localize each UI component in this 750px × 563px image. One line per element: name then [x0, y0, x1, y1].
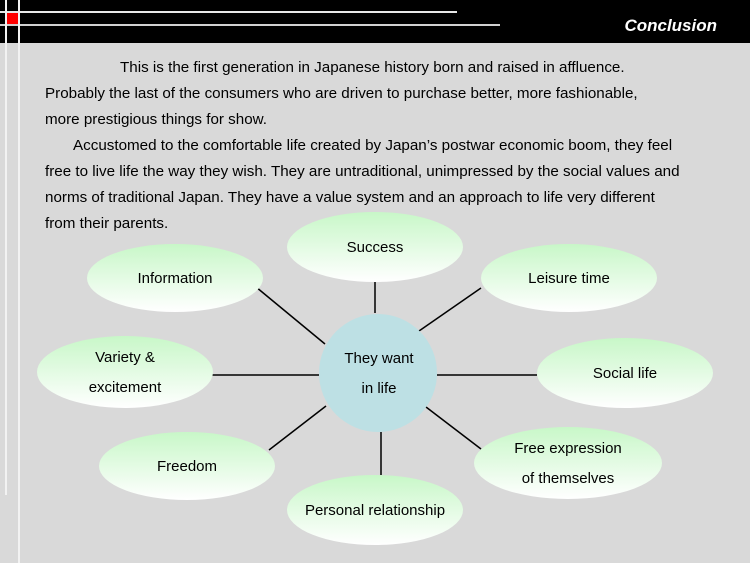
paragraph-1: This is the first generation in Japanese… — [45, 55, 735, 133]
center-circle — [319, 314, 437, 432]
node-ellipse — [37, 336, 213, 408]
center-label: They want — [344, 350, 414, 367]
left-rule-inner — [18, 0, 20, 563]
paragraph-2-line: Accustomed to the comfortable life creat… — [73, 137, 673, 154]
node-success: Success — [287, 212, 463, 282]
left-rule-outer — [5, 0, 7, 495]
node-label: Leisure time — [528, 270, 610, 287]
node-ellipse — [481, 244, 657, 312]
node-free-expression: Free expression of themselves — [474, 427, 662, 499]
node-label: Freedom — [157, 458, 217, 475]
node-personal-relationship: Personal relationship — [287, 475, 463, 545]
connector-leisure-time — [418, 287, 482, 332]
node-label: Success — [347, 239, 404, 256]
node-ellipse — [87, 244, 263, 312]
node-variety-excitement: Variety & excitement — [37, 336, 213, 408]
node-ellipse — [287, 212, 463, 282]
node-label: Free expression — [514, 440, 622, 457]
node-ellipse — [537, 338, 713, 408]
paragraph-1-line: This is the first generation in Japanese… — [120, 59, 625, 76]
paragraph-2: Accustomed to the comfortable life creat… — [45, 133, 735, 237]
node-label: Personal relationship — [305, 502, 445, 519]
node-label: Social life — [593, 365, 657, 382]
paragraph-2-line: from their parents. — [45, 215, 169, 232]
node-label: Information — [137, 270, 212, 287]
node-freedom: Freedom — [99, 432, 275, 500]
node-ellipse — [474, 427, 662, 499]
node-ellipse — [287, 475, 463, 545]
paragraph-2-line: free to live life the way they wish. The… — [45, 163, 680, 180]
connector-freedom — [268, 405, 327, 451]
accent-square — [7, 13, 18, 24]
node-social-life: Social life — [537, 338, 713, 408]
node-ellipse — [99, 432, 275, 500]
header-line-bottom — [0, 24, 500, 26]
node-information: Information — [87, 244, 263, 312]
node-label: excitement — [89, 379, 162, 396]
paragraph-2-line: norms of traditional Japan. They have a … — [45, 189, 655, 206]
slide-title: Conclusion — [624, 16, 717, 35]
node-label: Variety & — [95, 349, 155, 366]
connector-lines — [212, 282, 537, 475]
header-bar: Conclusion — [0, 0, 750, 43]
center-label: in life — [361, 380, 396, 397]
connector-free-expression — [425, 406, 482, 450]
node-label: of themselves — [522, 470, 615, 487]
connector-information — [255, 286, 326, 345]
node-leisure-time: Leisure time — [481, 244, 657, 312]
header-line-top — [0, 11, 457, 13]
center-node: They want in life — [319, 314, 437, 432]
paragraph-1-line: Probably the last of the consumers who a… — [45, 85, 638, 102]
paragraph-1-line: more prestigious things for show. — [45, 111, 268, 128]
